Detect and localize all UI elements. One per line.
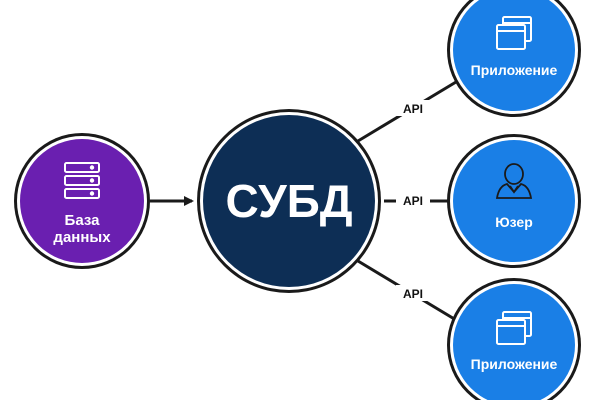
database-label-line1: База bbox=[65, 212, 101, 229]
client-node-top: Приложение bbox=[447, 0, 581, 117]
server-icon bbox=[64, 162, 100, 199]
api-label-top: API bbox=[403, 102, 423, 116]
api-label-middle-group: API bbox=[396, 193, 430, 209]
client-label-bottom: Приложение bbox=[471, 356, 558, 372]
api-label-bottom-group: API bbox=[396, 285, 430, 301]
dbms-label: СУБД bbox=[225, 175, 352, 227]
dbms-node: СУБД bbox=[197, 109, 381, 293]
user-icon bbox=[495, 163, 533, 199]
api-label-top-group: API bbox=[396, 100, 430, 116]
client-label-middle: Юзер bbox=[495, 214, 533, 230]
client-node-bottom: Приложение bbox=[447, 278, 581, 400]
database-label-line2: данных bbox=[53, 229, 111, 246]
application-window-icon bbox=[496, 16, 532, 50]
api-label-middle: API bbox=[403, 194, 423, 208]
api-label-bottom: API bbox=[403, 287, 423, 301]
client-node-middle: Юзер bbox=[447, 134, 581, 268]
client-label-top: Приложение bbox=[471, 62, 558, 78]
application-window-icon bbox=[496, 311, 532, 345]
database-node: База данных bbox=[14, 133, 150, 269]
